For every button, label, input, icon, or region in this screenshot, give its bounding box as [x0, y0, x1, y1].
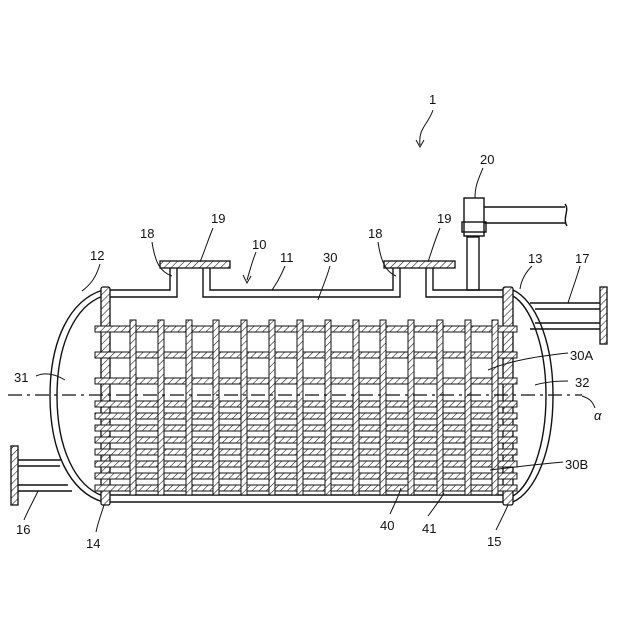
- label-31: 31: [14, 370, 28, 385]
- sensor-20-stem: [467, 237, 479, 290]
- label-16: 16: [16, 522, 30, 537]
- leader-alpha: [582, 396, 595, 408]
- baffle-8: [325, 320, 331, 495]
- label-41: 41: [422, 521, 436, 536]
- left-head-31: [50, 290, 103, 502]
- baffle-6: [269, 320, 275, 495]
- baffle-13: [465, 320, 471, 495]
- baffle-5: [241, 320, 247, 495]
- baffle-2: [158, 320, 164, 495]
- label-1: 1: [429, 92, 436, 107]
- label-15: 15: [487, 534, 501, 549]
- shell-top-inner: [110, 268, 503, 297]
- label-alpha: α: [594, 408, 602, 423]
- sensor-20-collar: [462, 222, 486, 232]
- leader-18a: [152, 242, 172, 276]
- leader-19b: [428, 228, 440, 262]
- leader-12: [82, 264, 100, 291]
- leader-30: [318, 266, 330, 300]
- leader-13: [520, 266, 532, 289]
- label-19a: 19: [211, 211, 225, 226]
- flange-19-left: [160, 261, 230, 268]
- label-19b: 19: [437, 211, 451, 226]
- label-12: 12: [90, 248, 104, 263]
- leader-11: [272, 266, 285, 290]
- baffle-10: [380, 320, 386, 495]
- baffle-1: [130, 320, 136, 495]
- label-40: 40: [380, 518, 394, 533]
- tubesheet-14: [101, 287, 110, 505]
- label-17: 17: [575, 251, 589, 266]
- baffle-3: [186, 320, 192, 495]
- baffle-12: [437, 320, 443, 495]
- leader-1: [420, 110, 433, 145]
- label-13: 13: [528, 251, 542, 266]
- tubesheet-15: [503, 287, 513, 505]
- leader-16: [24, 491, 38, 520]
- leader-10: [247, 252, 256, 280]
- flange-16: [11, 446, 18, 505]
- label-30: 30: [323, 250, 337, 265]
- leader-19a: [200, 228, 213, 262]
- shell-top-outer: [110, 268, 503, 290]
- label-30B: 30B: [565, 457, 588, 472]
- label-10: 10: [252, 237, 266, 252]
- label-18b: 18: [368, 226, 382, 241]
- sensor-20-body: [464, 198, 484, 236]
- baffle-11: [408, 320, 414, 495]
- leader-20: [475, 168, 483, 198]
- label-20: 20: [480, 152, 494, 167]
- sensor-20-arm: [484, 204, 567, 226]
- label-30A: 30A: [570, 348, 593, 363]
- label-32: 32: [575, 375, 589, 390]
- baffle-4: [213, 320, 219, 495]
- leader-41: [428, 493, 444, 516]
- flange-17: [600, 287, 607, 344]
- leader-15: [496, 505, 508, 530]
- leader-17: [568, 266, 580, 303]
- label-11: 11: [280, 250, 294, 265]
- label-14: 14: [86, 536, 100, 551]
- flange-19-right: [384, 261, 455, 268]
- leader-40: [390, 488, 401, 514]
- leader-14: [96, 505, 104, 532]
- label-18a: 18: [140, 226, 154, 241]
- baffle-7: [297, 320, 303, 495]
- baffle-9: [353, 320, 359, 495]
- leader-32: [535, 381, 568, 385]
